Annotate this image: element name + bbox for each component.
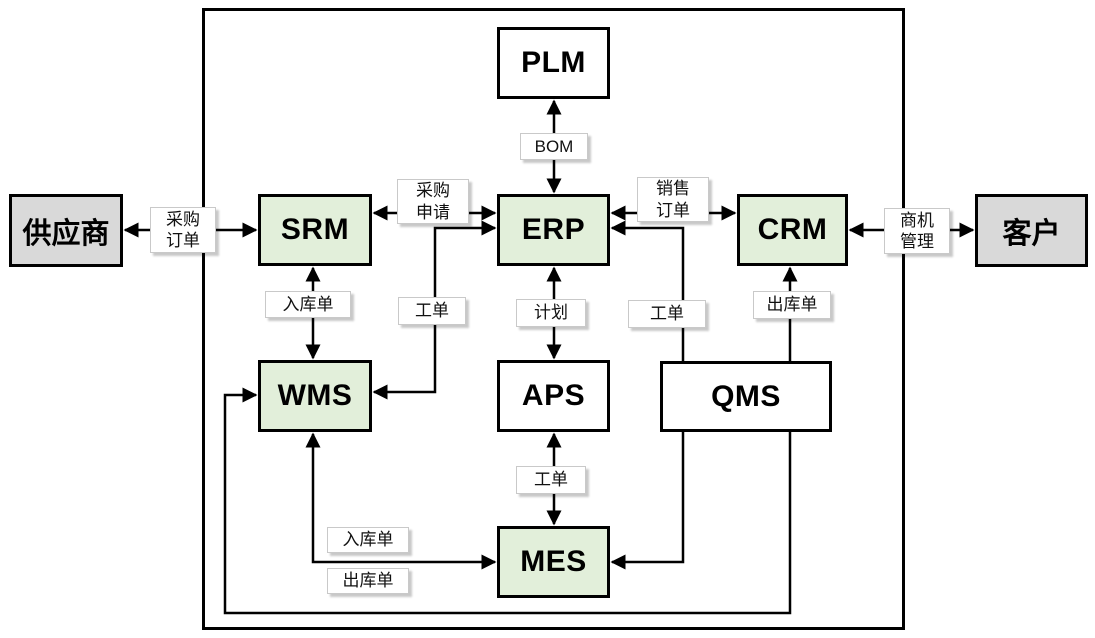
edge-label-work-order-erp-wms-text: 工单 <box>415 301 449 321</box>
edge-label-opportunity-management-text: 商机管理 <box>899 210 934 251</box>
edge-label-work-order-aps-mes-text: 工单 <box>534 470 568 490</box>
node-crm: CRM <box>737 194 848 266</box>
edge-label-inbound-srm-wms: 入库单 <box>265 291 351 318</box>
node-plm: PLM <box>497 27 610 99</box>
node-srm: SRM <box>258 194 372 266</box>
edge-label-purchase-order: 采购订单 <box>150 207 216 253</box>
node-qms: QMS <box>660 361 832 432</box>
node-supplier: 供应商 <box>9 194 123 267</box>
node-customer: 客户 <box>975 194 1088 267</box>
node-aps: APS <box>497 360 610 432</box>
edge-label-inbound-srm-wms-text: 入库单 <box>282 294 334 314</box>
connector-qms-wms-outbound <box>223 387 792 615</box>
edge-label-purchase-order-text: 采购订单 <box>165 209 200 250</box>
connector-qms-mes <box>610 432 685 570</box>
edge-label-sales-order-text: 销售订单 <box>655 179 690 220</box>
edge-label-plan-text: 计划 <box>534 303 568 323</box>
edge-label-inbound-wms-mes-text: 入库单 <box>342 530 394 550</box>
node-erp: ERP <box>497 194 610 266</box>
edge-label-inbound-wms-mes: 入库单 <box>327 527 409 553</box>
edge-label-work-order-erp-wms: 工单 <box>398 297 466 325</box>
edge-label-outbound-crm-qms: 出库单 <box>753 291 831 319</box>
edge-label-bom: BOM <box>520 133 588 160</box>
edge-label-work-order-erp-qms: 工单 <box>628 300 706 328</box>
edge-label-bom-text: BOM <box>534 136 574 156</box>
edge-label-work-order-erp-qms-text: 工单 <box>650 304 684 324</box>
edge-label-outbound-crm-qms-text: 出库单 <box>766 295 818 315</box>
connector-qms-erp-workorder <box>610 220 685 361</box>
edge-label-plan: 计划 <box>516 299 586 327</box>
connector-wms-mes-inbound <box>305 432 497 570</box>
edge-label-opportunity-management: 商机管理 <box>884 208 950 254</box>
node-wms: WMS <box>258 360 372 432</box>
outer-boundary <box>202 8 905 630</box>
edge-label-purchase-request: 采购申请 <box>397 179 469 224</box>
edge-label-outbound-bottom-text: 出库单 <box>342 571 394 591</box>
edge-label-outbound-bottom: 出库单 <box>327 568 409 594</box>
node-mes: MES <box>497 526 610 598</box>
edge-label-work-order-aps-mes: 工单 <box>516 466 586 494</box>
edge-label-purchase-request-text: 采购申请 <box>415 181 450 222</box>
edge-label-sales-order: 销售订单 <box>637 177 709 222</box>
